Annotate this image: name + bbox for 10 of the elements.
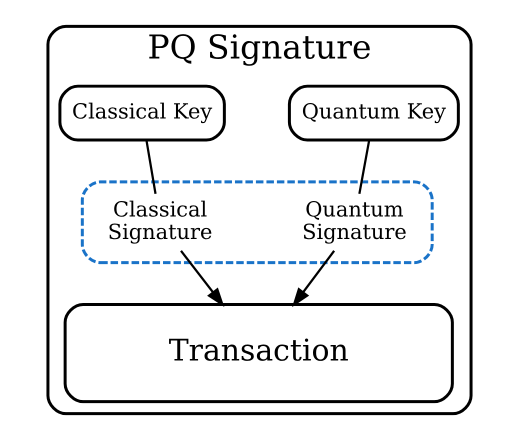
connector	[144, 140, 156, 194]
node-box: Quantum Key	[287, 84, 460, 142]
node-text: Classical Signature	[107, 198, 212, 244]
node-box: Transaction	[63, 302, 454, 404]
node-box: Classical Key	[58, 84, 226, 142]
cluster	[80, 180, 434, 264]
arrow	[180, 250, 224, 308]
arrow	[292, 250, 335, 308]
connector	[358, 140, 370, 194]
node-text: Quantum Signature	[302, 198, 406, 244]
